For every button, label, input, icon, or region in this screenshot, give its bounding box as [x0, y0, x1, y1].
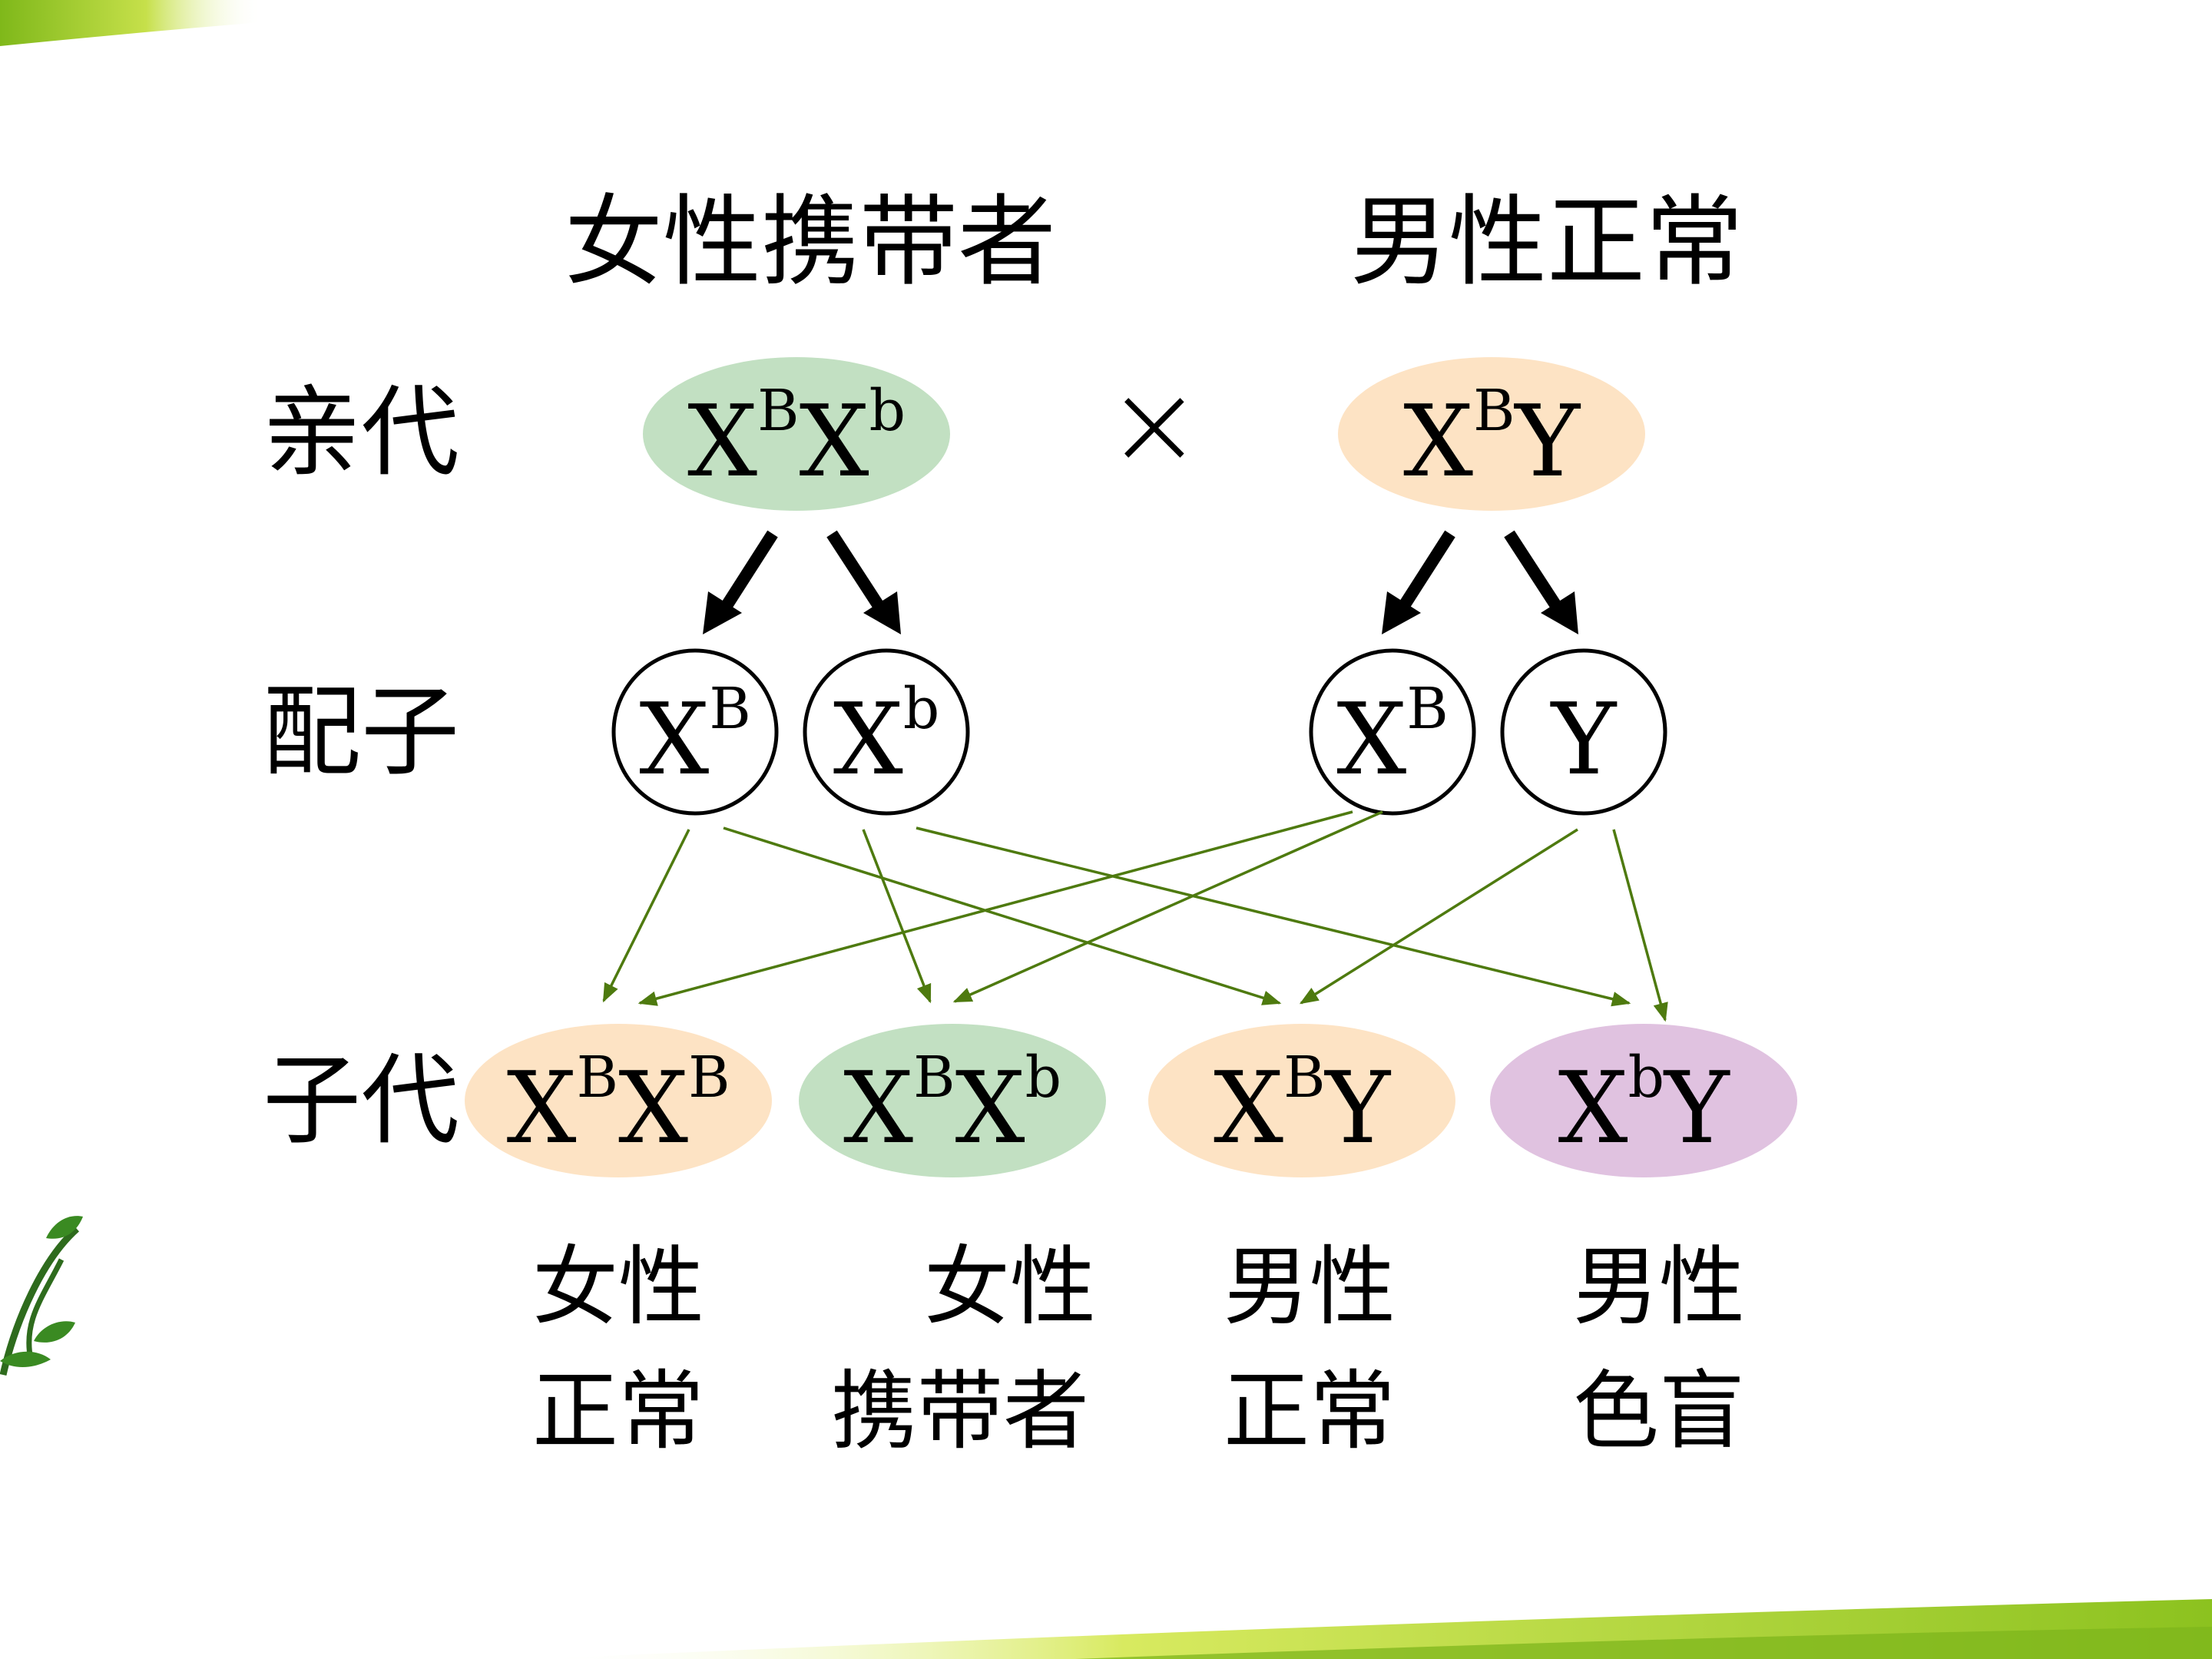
phenotype-line: 女性 [924, 1237, 1096, 1337]
offspring-ellipse [1148, 1024, 1455, 1177]
bold-arrow-head [863, 591, 901, 634]
offspring-ellipse [465, 1024, 772, 1177]
gamete-circle [1309, 648, 1476, 816]
gamete-circle [611, 648, 779, 816]
phenotype-line: 男性 [1573, 1237, 1745, 1337]
phenotype-line: 色盲 [1573, 1362, 1745, 1462]
bottom-decor-stripe-dark [1075, 1627, 2212, 1659]
parent-female-ellipse [643, 357, 950, 511]
leaf-sprout-icon [0, 1216, 83, 1376]
gamete-circle [1500, 648, 1667, 816]
phenotype-line: 女性 [532, 1237, 704, 1337]
offspring-phenotype: 男性 色盲 [1532, 1225, 1786, 1475]
male-parent-header: 男性正常 [1350, 185, 1744, 300]
cross-arrows [602, 810, 1668, 1022]
parent-male-ellipse [1338, 357, 1645, 511]
phenotype-line: 男性 [1224, 1237, 1396, 1337]
row-label-gametes: 配子 [263, 675, 460, 790]
offspring-phenotype: 女性 正常 [492, 1225, 745, 1475]
offspring-phenotype: 女性 携带者 [799, 1225, 1121, 1475]
cross-symbol: × [1106, 358, 1203, 492]
gamete-circle [803, 648, 970, 816]
row-label-parents: 亲代 [263, 376, 460, 490]
top-decor-stripe [0, 0, 584, 46]
bold-arrow-head [703, 591, 742, 634]
offspring-phenotype: 男性 正常 [1183, 1225, 1436, 1475]
bold-arrow-head [1382, 591, 1421, 634]
offspring-ellipse [799, 1024, 1106, 1177]
offspring-ellipse [1490, 1024, 1797, 1177]
phenotype-line: 携带者 [831, 1362, 1089, 1462]
phenotype-line: 正常 [532, 1362, 704, 1462]
row-label-offspring: 子代 [263, 1044, 460, 1158]
gamete-label: Y [1551, 683, 1617, 797]
phenotype-line: 正常 [1224, 1362, 1396, 1462]
bold-arrows [703, 530, 1578, 634]
bold-arrow-head [1541, 591, 1578, 634]
female-parent-header: 女性携带者 [565, 185, 1057, 300]
